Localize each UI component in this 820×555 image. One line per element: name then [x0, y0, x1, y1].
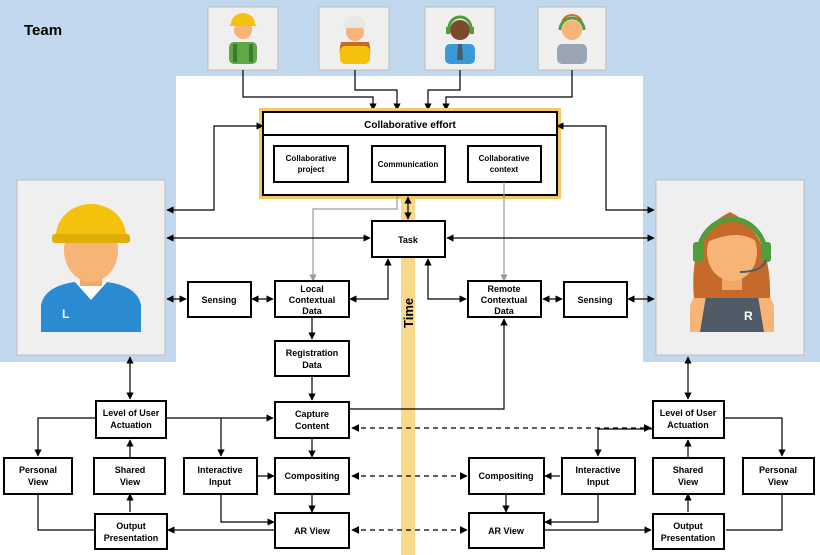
left-sensing: Sensing	[187, 281, 252, 318]
team-connectors	[242, 70, 573, 111]
right-personal-label-1: Personal	[759, 465, 797, 475]
collab-title: Collaborative effort	[364, 120, 456, 131]
capture-label-2: Content	[295, 421, 329, 431]
team-member-card-4	[537, 6, 607, 71]
left-personal-label-2: View	[28, 477, 49, 487]
remote-contextual-label-2: Contextual	[481, 295, 528, 305]
main-connectors	[34, 122, 786, 534]
local-contextual-label-1: Local	[300, 284, 324, 294]
time-label: Time	[401, 298, 416, 328]
left-personal-view: Personal View	[3, 457, 73, 495]
remote-contextual-label-3: Data	[494, 306, 515, 316]
right-output-presentation: Output Presentation	[652, 513, 725, 550]
right-sensing: Sensing	[563, 281, 628, 318]
collab-project-box	[273, 145, 349, 183]
right-shared-label-1: Shared	[673, 465, 704, 475]
left-shared-label-1: Shared	[115, 465, 146, 475]
left-interactive-label-1: Interactive	[197, 465, 242, 475]
team-member-card-1	[207, 6, 279, 71]
task-box	[371, 220, 446, 258]
left-output-presentation: Output Presentation	[94, 513, 168, 550]
registration-label-1: Registration	[286, 348, 339, 358]
right-arview-label: AR View	[488, 526, 525, 536]
left-ar-view: AR View	[274, 512, 350, 549]
right-interactive-label-2: Input	[587, 477, 609, 487]
right-sensing-label: Sensing	[577, 295, 612, 305]
collab-context-box	[467, 145, 542, 183]
right-level-label-1: Level of User	[660, 408, 717, 418]
team-member-card-3	[424, 6, 496, 71]
right-user-badge: R	[744, 309, 753, 323]
collab-project-label-2: project	[298, 165, 325, 174]
remote-contextual-label-1: Remote	[487, 284, 520, 294]
left-output-label-1: Output	[116, 521, 146, 531]
left-arview-label: AR View	[294, 526, 331, 536]
left-user-badge: L	[62, 307, 69, 321]
team-member-card-2	[318, 6, 390, 71]
local-contextual-label-2: Contextual	[289, 295, 336, 305]
woman-worker-icon	[339, 16, 371, 64]
left-shared-label-2: View	[120, 477, 141, 487]
right-output-label-2: Presentation	[661, 533, 716, 543]
man-headset-icon	[445, 15, 475, 64]
registration-data: Registration Data	[274, 340, 350, 377]
left-sensing-label: Sensing	[201, 295, 236, 305]
right-user-card: R	[655, 179, 805, 356]
left-user-card: L	[16, 179, 166, 356]
right-interactive-label-1: Interactive	[575, 465, 620, 475]
time-bar	[401, 196, 415, 555]
team-label: Team	[24, 22, 62, 39]
right-personal-view: Personal View	[742, 457, 815, 495]
remote-contextual-data: Remote Contextual Data	[467, 280, 542, 318]
right-level-label-2: Actuation	[667, 420, 709, 430]
left-compositing: Compositing	[274, 457, 350, 495]
collab-project-label: Collaborative	[286, 154, 337, 163]
right-shared-view: Shared View	[652, 457, 725, 495]
right-personal-label-2: View	[768, 477, 789, 487]
collaborative-effort: Collaborative effort Collaborative proje…	[259, 108, 561, 199]
capture-label-1: Capture	[295, 409, 329, 419]
right-shared-label-2: View	[678, 477, 699, 487]
collab-context-label-2: context	[490, 165, 519, 174]
left-compositing-label: Compositing	[285, 471, 340, 481]
dashed-connectors	[351, 424, 652, 534]
communication-label: Communication	[378, 160, 439, 169]
right-woman-headset-icon	[690, 212, 774, 332]
capture-content: Capture Content	[274, 401, 350, 439]
right-output-label-1: Output	[673, 521, 703, 531]
worker-helmet-icon	[229, 13, 257, 64]
right-compositing-label: Compositing	[479, 471, 534, 481]
collab-context-label: Collaborative	[479, 154, 530, 163]
gray-arrow-local	[309, 196, 398, 282]
right-interactive-input: Interactive Input	[561, 457, 636, 495]
left-level-label-1: Level of User	[103, 408, 160, 418]
left-shared-view: Shared View	[93, 457, 166, 495]
right-level-of-user-actuation: Level of User Actuation	[652, 400, 725, 439]
registration-label-2: Data	[302, 360, 323, 370]
left-level-label-2: Actuation	[110, 420, 152, 430]
right-compositing: Compositing	[468, 457, 545, 495]
left-level-of-user-actuation: Level of User Actuation	[95, 400, 167, 439]
left-worker-icon	[41, 204, 141, 332]
left-output-label-2: Presentation	[104, 533, 159, 543]
local-contextual-data: Local Contextual Data	[274, 280, 350, 318]
task-label: Task	[398, 235, 419, 245]
woman-headset-icon	[557, 14, 587, 64]
left-interactive-label-2: Input	[209, 477, 231, 487]
left-personal-label-1: Personal	[19, 465, 57, 475]
left-interactive-input: Interactive Input	[183, 457, 258, 495]
communication-box	[371, 145, 446, 183]
local-contextual-label-3: Data	[302, 306, 323, 316]
right-ar-view: AR View	[468, 512, 545, 549]
